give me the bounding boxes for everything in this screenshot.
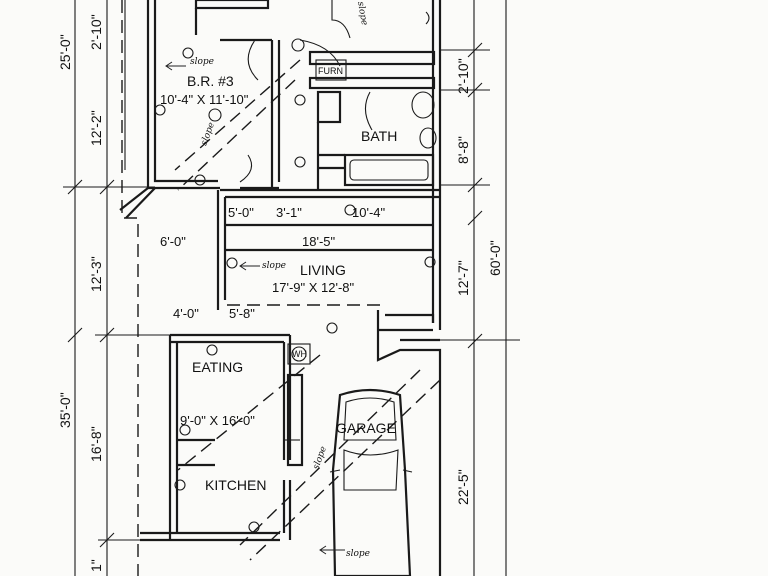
dim-left-bottom: 1" <box>88 559 104 572</box>
footing-dashes <box>121 0 139 576</box>
dim-left-12-2: 12'-2" <box>88 110 104 146</box>
water-heater <box>287 343 311 365</box>
slope-note-living: slope <box>262 261 286 271</box>
dim-18-5: 18'-5" <box>302 234 336 249</box>
furn-label: FURN <box>318 66 343 76</box>
dim-5-0: 5'-0" <box>228 205 254 220</box>
dim-left-12-3: 12'-3" <box>88 256 104 292</box>
section-lines <box>174 59 441 561</box>
slope-note-garage-bottom: slope <box>346 549 370 559</box>
wh-label: WH <box>292 349 307 359</box>
dim-right-12-7: 12'-7" <box>455 260 471 296</box>
dim-3-1: 3'-1" <box>276 205 302 220</box>
walls <box>119 0 442 576</box>
slope-note-br3: slope <box>190 57 214 67</box>
dim-left-2-10: 2'-10" <box>88 14 104 50</box>
upper-fixtures <box>194 0 437 190</box>
dim-6-0: 6'-0" <box>160 234 186 249</box>
living-label: LIVING <box>300 262 346 278</box>
dim-left-16-8: 16'-8" <box>88 426 104 462</box>
dim-left-25: 25'-0" <box>57 34 73 70</box>
right-dimensions: 2'-10" 8'-8" 12'-7" 60'-0" 22'-5" <box>455 58 503 505</box>
dim-right-60: 60'-0" <box>487 240 503 276</box>
outlets <box>154 38 436 533</box>
kitchen-label: KITCHEN <box>205 477 266 493</box>
bath-label: BATH <box>361 128 397 144</box>
eating-size: 9'-0" X 16'-0" <box>180 413 255 428</box>
dim-right-2-10: 2'-10" <box>455 58 471 94</box>
dim-4-0: 4'-0" <box>173 306 199 321</box>
eating-label: EATING <box>192 359 243 375</box>
dimension-lines <box>63 0 520 576</box>
dim-right-8-8: 8'-8" <box>455 136 471 164</box>
horizontal-dimensions: 5'-0" 3'-1" 10'-4" 6'-0" 18'-5" 4'-0" 5'… <box>160 205 386 321</box>
dim-right-22-5: 22'-5" <box>455 469 471 505</box>
slope-arrows <box>165 61 345 555</box>
slope-note-top: slope <box>355 1 369 26</box>
slope-note-br3-diag: slope <box>199 121 217 147</box>
br3-size: 10'-4" X 11'-10" <box>160 92 249 107</box>
dim-10-4: 10'-4" <box>352 205 386 220</box>
dim-5-8: 5'-8" <box>229 306 255 321</box>
room-labels: B.R. #3 10'-4" X 11'-10" BATH FURN LIVIN… <box>160 66 397 493</box>
living-size: 17'-9" X 12'-8" <box>272 280 355 295</box>
dim-left-35: 35'-0" <box>57 392 73 428</box>
br3-label: B.R. #3 <box>187 73 234 89</box>
car-outline <box>329 388 413 576</box>
slope-note-garage: slope <box>311 445 329 471</box>
garage-label: GARAGE <box>336 420 396 436</box>
left-dimensions: 25'-0" 2'-10" 12'-2" 12'-3" 35'-0" 16'-8… <box>57 14 104 572</box>
